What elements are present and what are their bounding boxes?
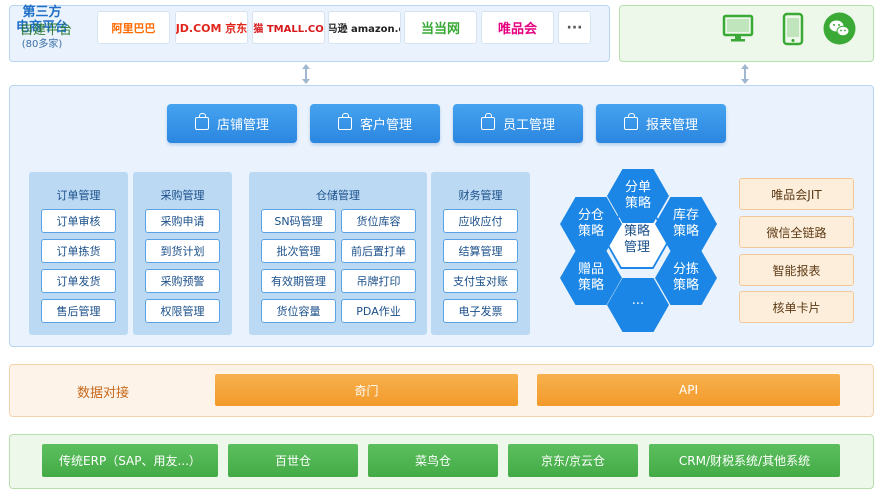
jd-logo: JD.COM 京东 [175, 11, 248, 44]
shop-management-label: 店铺管理 [216, 118, 269, 133]
amazon-logo-text: 亚马逊 amazon.cn [328, 24, 400, 35]
receivable-payable-item[interactable]: 应收应付 [443, 209, 518, 233]
wechat-full-chain-item[interactable]: 微信全链路 [739, 216, 854, 248]
tag-print-item[interactable]: 吊牌打印 [341, 269, 416, 293]
vip-jit-item[interactable]: 唯品会JIT [739, 178, 854, 210]
purchase-request-item[interactable]: 采购申请 [145, 209, 220, 233]
settlement-management-item[interactable]: 结算管理 [443, 239, 518, 263]
ecommerce-platform-count: (80多家) [21, 39, 63, 50]
after-sales-item[interactable]: 售后管理 [41, 299, 116, 323]
tmall-logo-text: 天猫 TMALL.COM [253, 24, 324, 35]
sn-code-item[interactable]: SN码管理 [261, 209, 336, 233]
bag-icon [337, 113, 352, 130]
report-management-button[interactable]: 报表管理 [596, 104, 726, 143]
customer-management-button[interactable]: 客户管理 [310, 104, 440, 143]
order-picking-item[interactable]: 订单拣货 [41, 239, 116, 263]
customer-management-label: 客户管理 [359, 118, 412, 133]
order-management-title: 订单管理 [56, 189, 101, 202]
purchase-alert-item[interactable]: 采购预警 [145, 269, 220, 293]
cainiao-warehouse-button[interactable]: 菜鸟仓 [368, 444, 498, 477]
warehouse-management-title: 仓储管理 [316, 189, 360, 202]
alipay-reconciliation-item[interactable]: 支付宝对账 [443, 269, 518, 293]
data-link-title: 数据对接 [77, 386, 130, 401]
jd-cloud-warehouse-button[interactable]: 京东/京云仓 [508, 444, 638, 477]
jd-logo-text: JD.COM 京东 [175, 21, 248, 35]
finance-management-title: 财务管理 [458, 189, 503, 202]
smart-report-item[interactable]: 智能报表 [739, 254, 854, 286]
desktop-icon [722, 14, 754, 42]
vip-logo-text: 唯品会 [497, 22, 537, 37]
connector-line [744, 68, 746, 80]
pre-post-print-item[interactable]: 前后置打单 [341, 239, 416, 263]
location-volume-item[interactable]: 货位容量 [261, 299, 336, 323]
alibaba-logo: 阿里巴巴 [97, 11, 170, 44]
vip-logo: 唯品会 [481, 11, 554, 44]
e-invoice-item[interactable]: 电子发票 [443, 299, 518, 323]
ecommerce-title-line2: 电商平台 [15, 20, 68, 35]
traditional-erp-button[interactable]: 传统ERP（SAP、用友...） [42, 444, 218, 477]
staff-management-label: 员工管理 [502, 118, 555, 133]
bag-icon [480, 113, 495, 130]
best-warehouse-button[interactable]: 百世仓 [228, 444, 358, 477]
purchase-management-title: 采购管理 [160, 189, 205, 202]
dangdang-logo: 当当网 [404, 11, 477, 44]
permission-management-item[interactable]: 权限管理 [145, 299, 220, 323]
arrow-down-icon [741, 79, 749, 84]
check-card-item[interactable]: 核单卡片 [739, 291, 854, 323]
arrival-plan-item[interactable]: 到货计划 [145, 239, 220, 263]
wechat-icon [823, 12, 856, 45]
arrow-up-icon [302, 64, 310, 69]
report-management-label: 报表管理 [645, 118, 698, 133]
qimen-bar[interactable]: 奇门 [215, 374, 518, 406]
alibaba-logo-text: 阿里巴巴 [111, 21, 156, 35]
bag-icon [623, 113, 638, 130]
ecommerce-platform-title: 第三方 电商平台 (80多家) [12, 5, 72, 52]
crm-tax-other-button[interactable]: CRM/财税系统/其他系统 [649, 444, 840, 477]
ecommerce-title-line1: 第三方 [22, 5, 62, 20]
arrow-down-icon [302, 79, 310, 84]
api-bar[interactable]: API [537, 374, 840, 406]
location-capacity-item[interactable]: 货位库容 [341, 209, 416, 233]
dangdang-logo-text: 当当网 [420, 22, 460, 37]
self-built-platform-title: 自建平台 [20, 23, 73, 38]
order-shipping-item[interactable]: 订单发货 [41, 269, 116, 293]
batch-management-item[interactable]: 批次管理 [261, 239, 336, 263]
more-logos-text: ··· [566, 19, 583, 36]
staff-management-button[interactable]: 员工管理 [453, 104, 583, 143]
arrow-up-icon [741, 64, 749, 69]
connector-line [305, 68, 307, 80]
bag-icon [194, 113, 209, 130]
order-review-item[interactable]: 订单审核 [41, 209, 116, 233]
amazon-logo: 亚马逊 amazon.cn [328, 11, 401, 44]
mobile-icon [782, 12, 804, 46]
tmall-logo: 天猫 TMALL.COM [252, 11, 325, 44]
pda-operation-item[interactable]: PDA作业 [341, 299, 416, 323]
more-icon[interactable]: ··· [558, 11, 591, 44]
shop-management-button[interactable]: 店铺管理 [167, 104, 297, 143]
expiry-management-item[interactable]: 有效期管理 [261, 269, 336, 293]
